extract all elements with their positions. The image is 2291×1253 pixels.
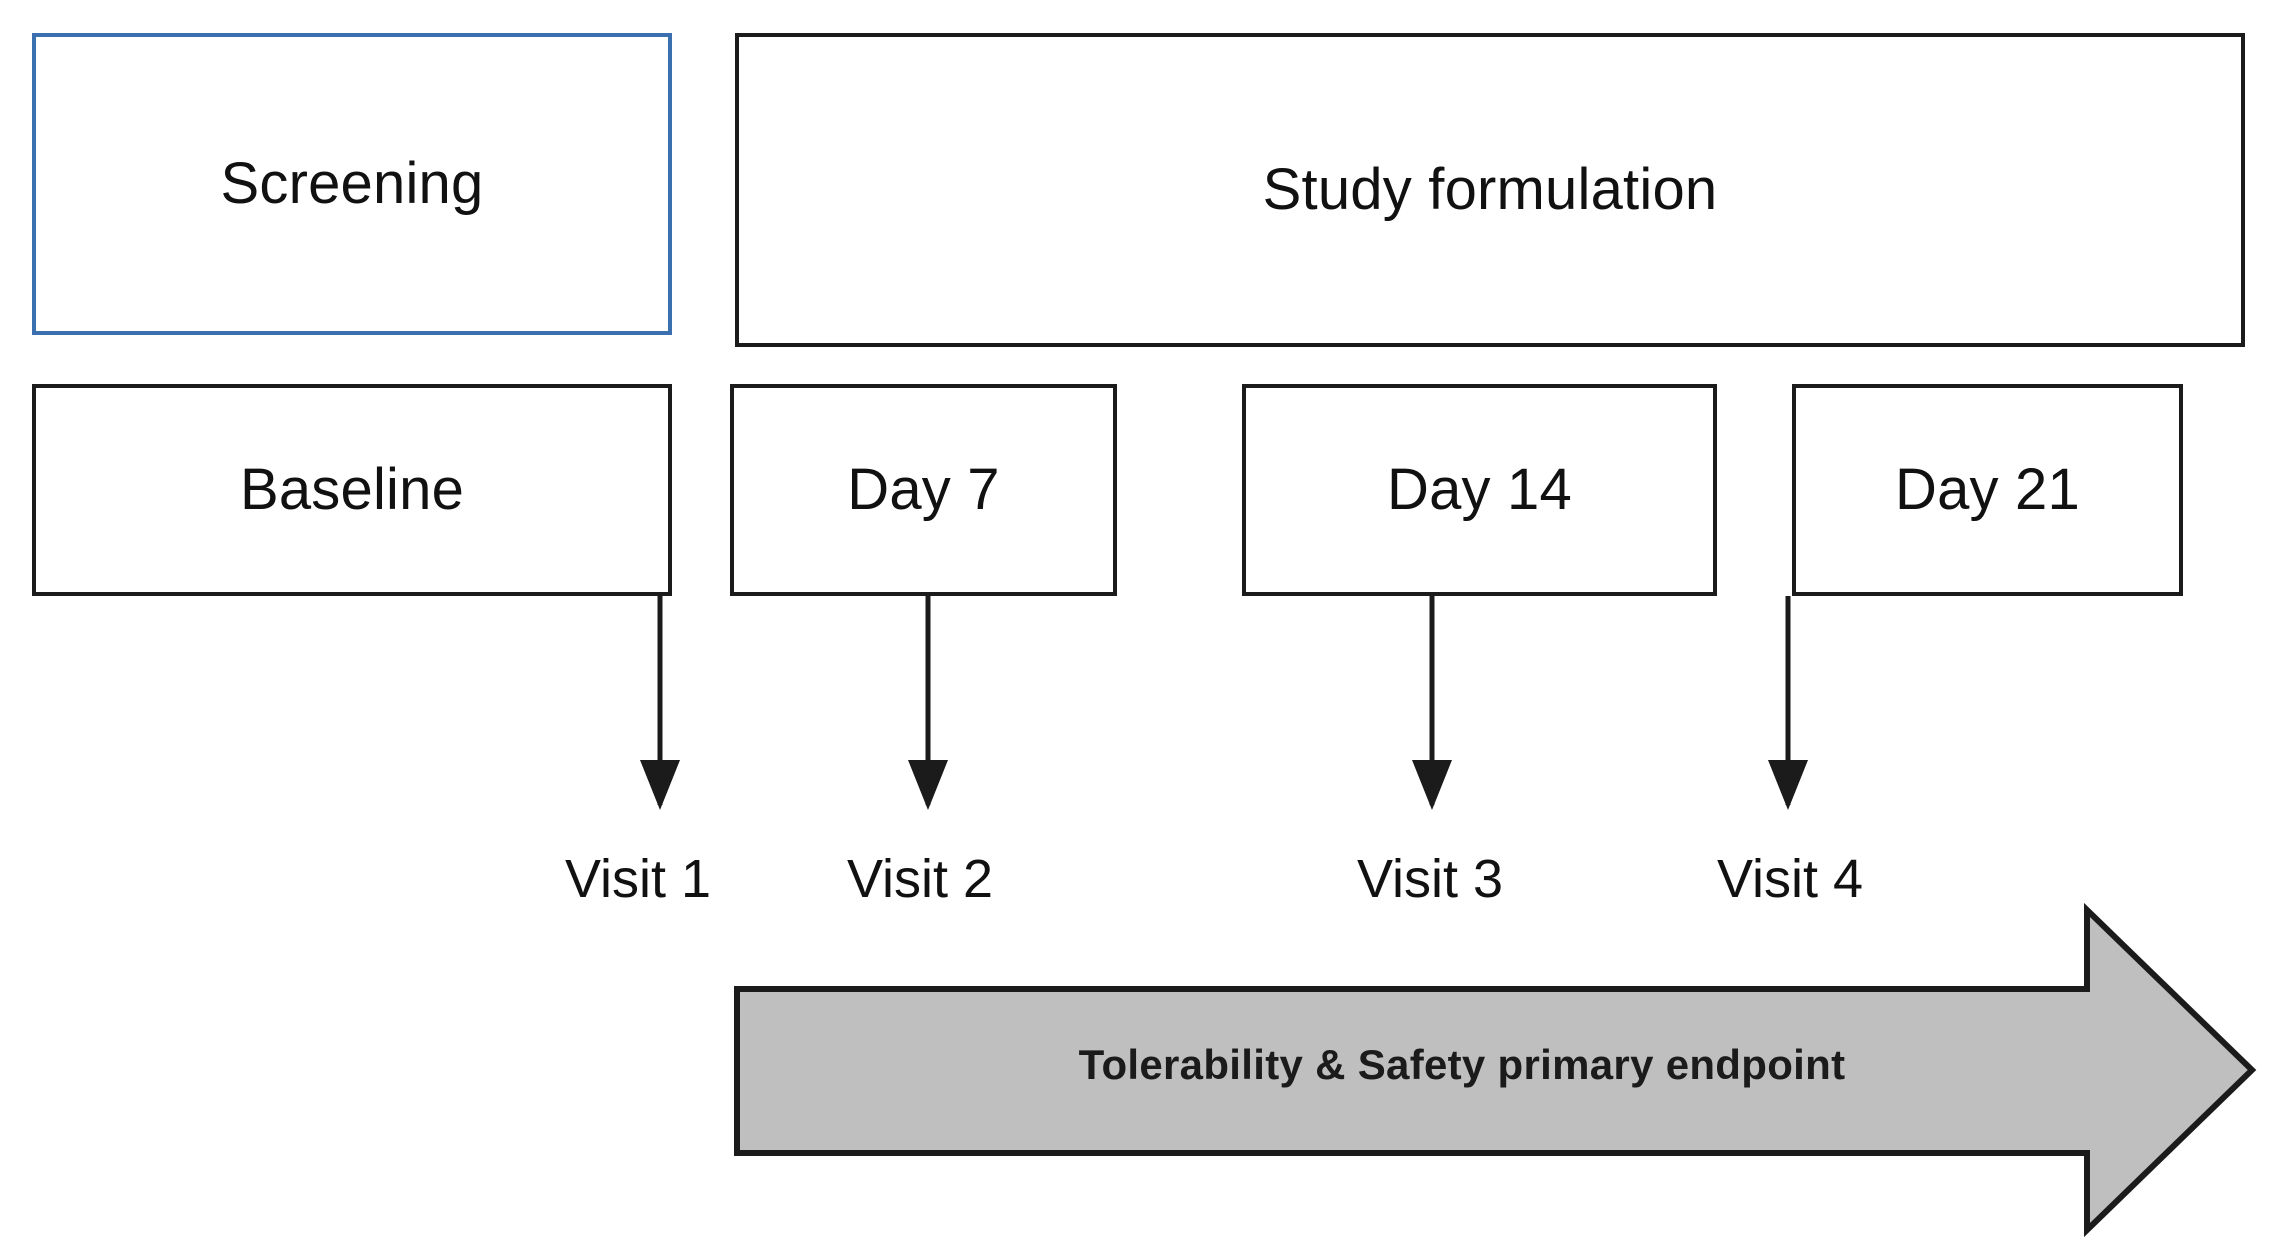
- phase-label-screening: Screening: [220, 151, 484, 216]
- endpoint-banner-label: Tolerability & Safety primary endpoint: [1078, 1041, 1846, 1088]
- visit-label-4: Visit 4: [1716, 849, 1864, 909]
- endpoint-banner-shape: [734, 902, 2257, 1238]
- timepoint-box-day-7: Day 7: [730, 384, 1117, 596]
- phase-label-study-formulation: Study formulation: [1262, 157, 1718, 222]
- timepoint-label-baseline: Baseline: [239, 457, 465, 522]
- visit-label-1: Visit 1: [564, 849, 712, 909]
- timepoint-label-day-7: Day 7: [847, 457, 1000, 522]
- timepoint-box-day-14: Day 14: [1242, 384, 1717, 596]
- timepoint-box-day-21: Day 21: [1792, 384, 2183, 596]
- timepoint-label-day-14: Day 14: [1387, 457, 1572, 522]
- timepoint-box-baseline: Baseline: [32, 384, 672, 596]
- phase-box-study-formulation: Study formulation: [735, 33, 2245, 347]
- visit-label-2: Visit 2: [846, 849, 994, 909]
- phase-box-screening: Screening: [32, 33, 672, 335]
- visit-label-3: Visit 3: [1356, 849, 1504, 909]
- timepoint-label-day-21: Day 21: [1895, 457, 2080, 522]
